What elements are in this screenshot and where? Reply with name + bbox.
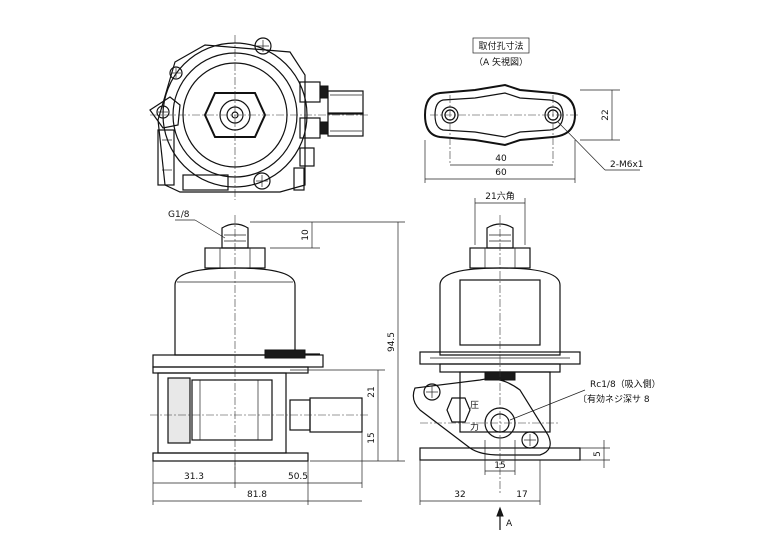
dim-5: 5 bbox=[593, 451, 603, 457]
dim-81-8: 81.8 bbox=[247, 490, 267, 500]
dim-17: 17 bbox=[516, 490, 527, 500]
dim-94-5: 94.5 bbox=[387, 332, 397, 352]
mount-hole-subtitle: （A 矢視図） bbox=[474, 56, 528, 68]
dim-15: 15 bbox=[367, 432, 377, 443]
dim-15-port: 15 bbox=[494, 461, 505, 471]
thread-depth-label: 〔有効ネジ深サ 8 bbox=[578, 393, 650, 405]
dim-21-hex: 21六角 bbox=[485, 190, 514, 202]
mount-hole-title: 取付孔寸法 bbox=[478, 40, 523, 52]
dim-50-5: 50.5 bbox=[288, 472, 308, 482]
dim-32: 32 bbox=[454, 490, 465, 500]
side-view: G1/8 10 94.5 21 15 31.3 50.5 81.8 bbox=[150, 210, 405, 505]
pressure-label-2: 力 bbox=[470, 421, 479, 433]
dim-40: 40 bbox=[495, 154, 507, 164]
pressure-label-1: 圧 bbox=[470, 400, 479, 411]
dim-21: 21 bbox=[367, 386, 377, 397]
dim-22: 22 bbox=[601, 109, 611, 120]
top-view bbox=[149, 35, 370, 200]
mount-hole-view: 取付孔寸法 （A 矢視図） 22 40 60 2-M6x1 bbox=[423, 37, 644, 183]
dim-10: 10 bbox=[301, 229, 311, 241]
thread-label: 2-M6x1 bbox=[610, 160, 644, 170]
view-arrow-label: A bbox=[506, 519, 513, 529]
suction-label: Rc1/8（吸入側） bbox=[590, 378, 661, 390]
g18-label: G1/8 bbox=[168, 210, 190, 220]
dim-60: 60 bbox=[495, 168, 507, 178]
dim-31-3: 31.3 bbox=[184, 472, 204, 482]
front-view: 21六角 圧 力 bbox=[412, 190, 661, 530]
